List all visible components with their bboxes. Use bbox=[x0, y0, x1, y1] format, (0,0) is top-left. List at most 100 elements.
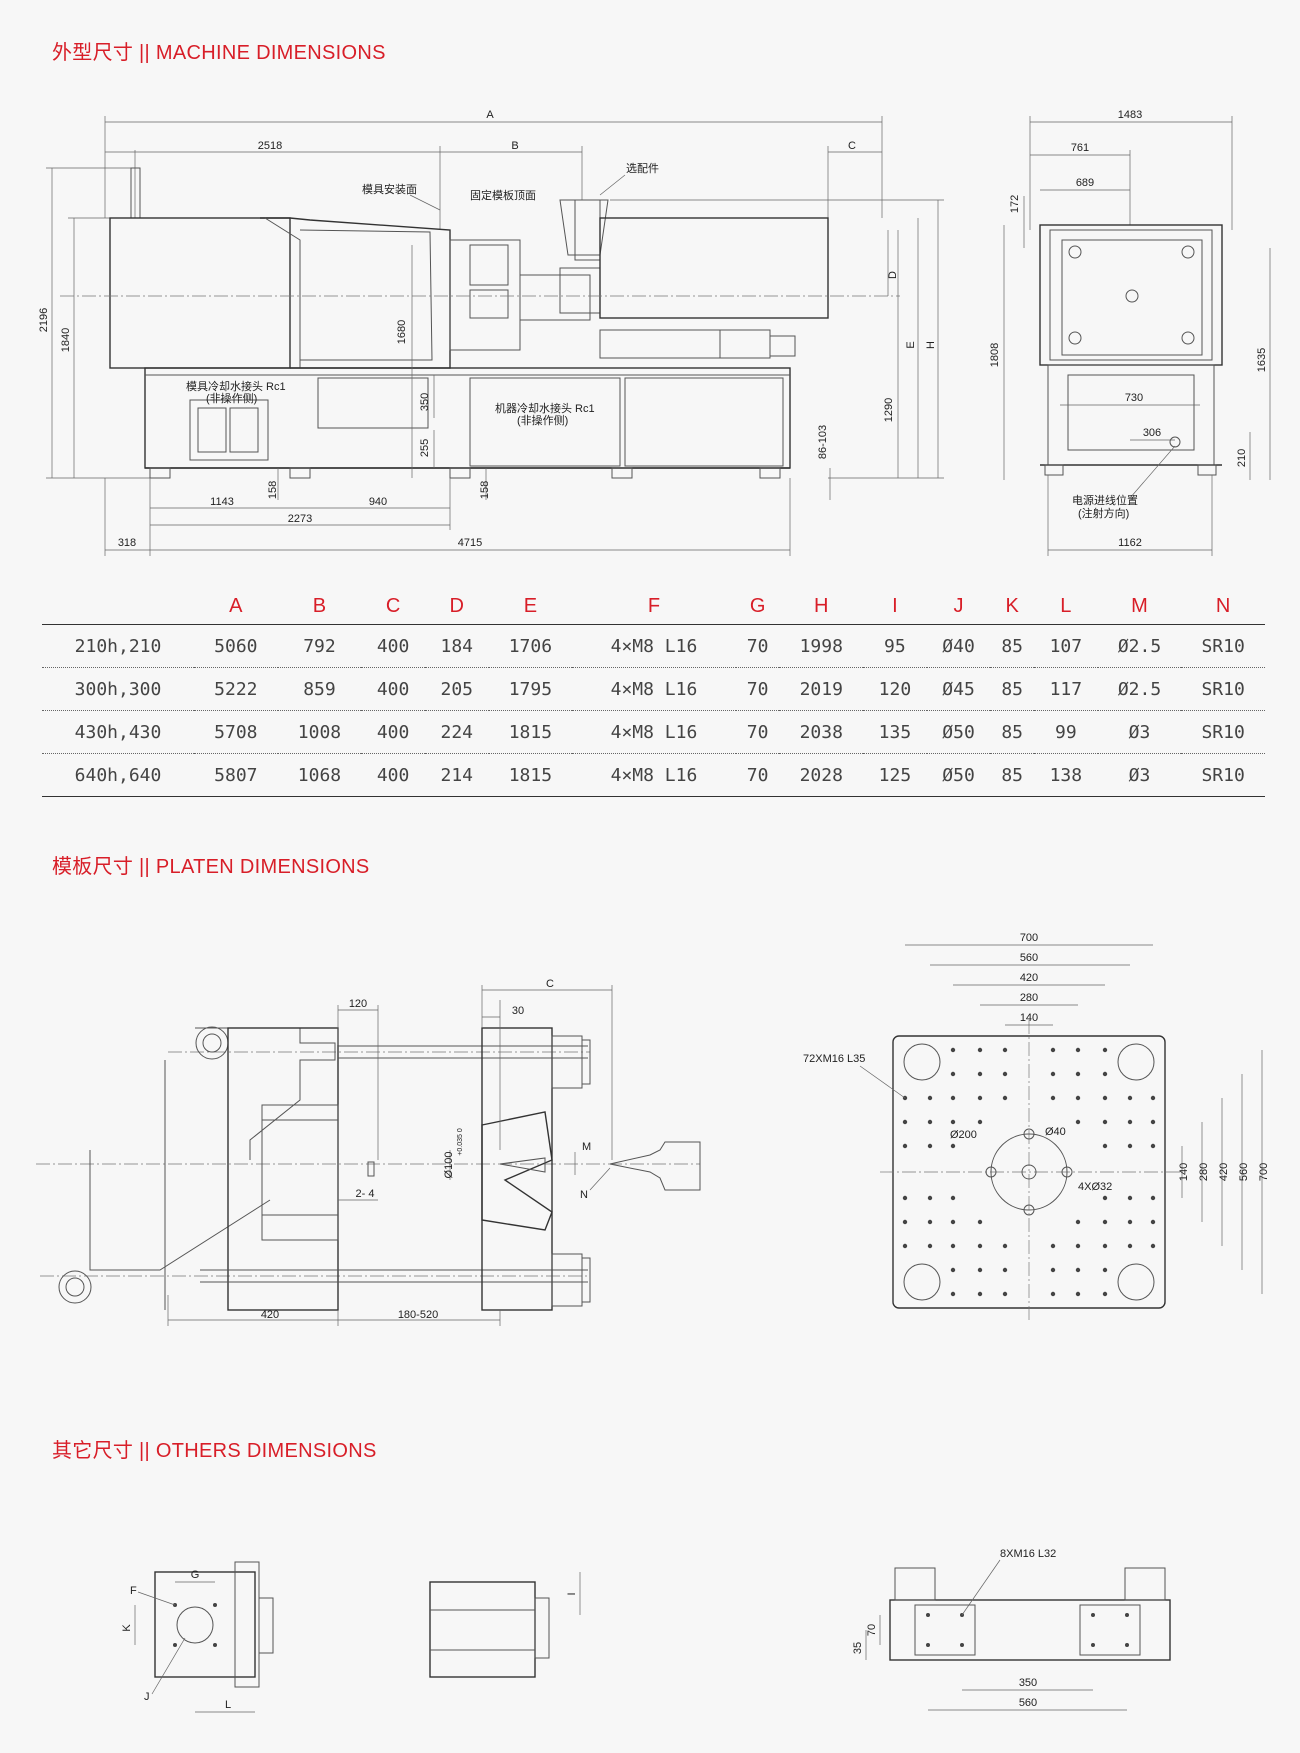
dim-dia100-tol: +0.035 0 bbox=[457, 1128, 464, 1156]
dim-30: 30 bbox=[512, 1005, 524, 1017]
table-header: K bbox=[990, 588, 1035, 625]
dim-158b: 158 bbox=[479, 481, 491, 499]
dim-560: 560 bbox=[1020, 952, 1038, 964]
table-header: D bbox=[424, 588, 489, 625]
dim-172: 172 bbox=[1009, 195, 1021, 213]
table-cell: Ø2.5 bbox=[1097, 624, 1182, 668]
table-cell: SR10 bbox=[1181, 667, 1265, 711]
table-cell: 117 bbox=[1034, 667, 1098, 711]
dim-86-103: 86-103 bbox=[817, 425, 829, 459]
dim-35: 35 bbox=[852, 1642, 864, 1654]
dim-730: 730 bbox=[1125, 392, 1143, 404]
dim-70: 70 bbox=[866, 1624, 878, 1636]
dim-C-platen: C bbox=[546, 978, 554, 990]
dim-1808: 1808 bbox=[989, 343, 1001, 367]
dim-120: 120 bbox=[349, 998, 367, 1010]
dim-1162: 1162 bbox=[1118, 537, 1142, 549]
dim-1680: 1680 bbox=[396, 320, 408, 344]
table-cell: 5060 bbox=[194, 624, 278, 668]
dim-v560: 560 bbox=[1238, 1163, 1250, 1181]
table-header: A bbox=[194, 588, 278, 625]
table-header: M bbox=[1097, 588, 1182, 625]
others-barrel-view: I bbox=[429, 1572, 581, 1678]
table-cell: 1998 bbox=[779, 624, 864, 668]
dim-K: K bbox=[121, 1624, 133, 1632]
label-option: 选配件 bbox=[626, 162, 659, 175]
dim-689: 689 bbox=[1076, 177, 1094, 189]
dim-306: 306 bbox=[1143, 427, 1161, 439]
label-8-holes: 8XM16 L32 bbox=[1000, 1548, 1056, 1560]
dim-v700: 700 bbox=[1258, 1163, 1270, 1181]
dim-D: D bbox=[887, 271, 899, 279]
label-dia200: Ø200 bbox=[950, 1129, 977, 1141]
table-cell: 792 bbox=[277, 624, 362, 668]
table-header: C bbox=[361, 588, 425, 625]
dim-140: 140 bbox=[1020, 1012, 1038, 1024]
table-cell: 5708 bbox=[194, 710, 278, 754]
table-cell: 85 bbox=[990, 710, 1035, 754]
table-cell: 4×M8 L16 bbox=[572, 710, 736, 754]
table-cell: 400 bbox=[361, 753, 425, 797]
dim-A: A bbox=[486, 109, 494, 121]
label-fixed-platen-top: 固定模板顶面 bbox=[470, 188, 536, 202]
table-cell: Ø40 bbox=[926, 624, 991, 668]
table-cell: 135 bbox=[863, 710, 927, 754]
dim-1290: 1290 bbox=[883, 398, 895, 422]
table-cell: 4×M8 L16 bbox=[572, 624, 736, 668]
dim-v280: 280 bbox=[1198, 1163, 1210, 1181]
dim-B: B bbox=[511, 140, 518, 152]
label-machine-cooling: 机器冷却水接头 Rc1 bbox=[495, 401, 595, 415]
dim-2273: 2273 bbox=[288, 513, 312, 525]
dim-700: 700 bbox=[1020, 932, 1038, 944]
table-cell: 70 bbox=[735, 710, 780, 754]
table-cell: 214 bbox=[424, 753, 489, 797]
dim-2518: 2518 bbox=[258, 140, 282, 152]
platen-hole-grid bbox=[902, 1047, 1156, 1297]
dim-1483: 1483 bbox=[1118, 109, 1142, 121]
dim-1143: 1143 bbox=[210, 496, 234, 508]
table-cell: 400 bbox=[361, 710, 425, 754]
dim-180-520: 180-520 bbox=[398, 1309, 438, 1321]
table-cell: 125 bbox=[863, 753, 927, 797]
table-cell: 95 bbox=[863, 624, 927, 668]
dim-560-others: 560 bbox=[1019, 1697, 1037, 1709]
table-cell: 120 bbox=[863, 667, 927, 711]
label-non-operator-side: (非操作侧) bbox=[206, 391, 257, 405]
machine-side-view: A 2518 B C 2196 1840 bbox=[38, 109, 944, 556]
label-dia40: Ø40 bbox=[1045, 1126, 1066, 1138]
label-4x-dia32: 4XØ32 bbox=[1078, 1181, 1112, 1193]
table-header: I bbox=[863, 588, 927, 625]
dim-1840: 1840 bbox=[60, 328, 72, 352]
table-cell: 99 bbox=[1034, 710, 1098, 754]
platen-front-view: 700 560 420 280 140 72XM16 L35 Ø200 Ø40 … bbox=[803, 932, 1270, 1322]
table-cell: 1706 bbox=[488, 624, 573, 668]
table-cell: 1815 bbox=[488, 753, 573, 797]
dim-1635: 1635 bbox=[1256, 348, 1268, 372]
dim-210: 210 bbox=[1236, 449, 1248, 467]
dim-J: J bbox=[144, 1691, 150, 1703]
table-cell: Ø50 bbox=[926, 753, 991, 797]
dim-158a: 158 bbox=[267, 481, 279, 499]
dim-G: G bbox=[191, 1569, 200, 1581]
table-cell: 138 bbox=[1034, 753, 1098, 797]
label-power-inlet: 电源进线位置 bbox=[1072, 493, 1138, 507]
dim-C: C bbox=[848, 140, 856, 152]
table-cell: 107 bbox=[1034, 624, 1098, 668]
table-cell: 224 bbox=[424, 710, 489, 754]
platen-dimensions-title: 模板尺寸 || PLATEN DIMENSIONS bbox=[52, 856, 370, 878]
table-header: E bbox=[488, 588, 573, 625]
table-cell: 400 bbox=[361, 624, 425, 668]
dim-H: H bbox=[925, 341, 937, 349]
dim-2196: 2196 bbox=[38, 308, 50, 332]
table-cell: 70 bbox=[735, 753, 780, 797]
others-nozzle-view: G F K J L bbox=[121, 1561, 274, 1713]
table-cell: 1795 bbox=[488, 667, 573, 711]
table-header: L bbox=[1034, 588, 1098, 625]
table-cell: 2038 bbox=[779, 710, 864, 754]
table-cell: 400 bbox=[361, 667, 425, 711]
table-cell: 4×M8 L16 bbox=[572, 667, 736, 711]
